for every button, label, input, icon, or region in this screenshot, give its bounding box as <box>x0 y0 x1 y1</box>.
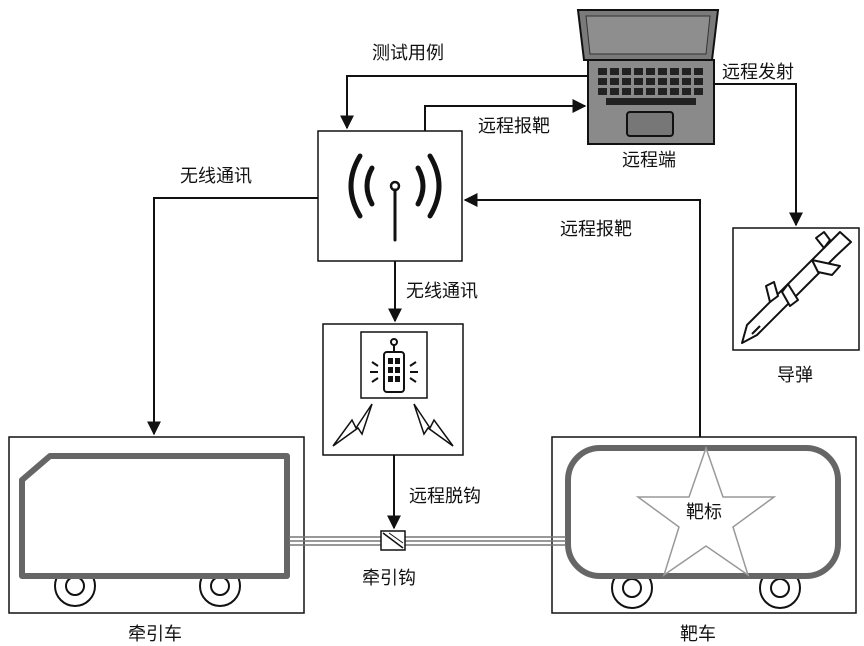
label-wireless-left: 无线通讯 <box>180 166 252 187</box>
label-target-mark: 靶标 <box>686 502 722 523</box>
laptop-icon <box>578 10 718 144</box>
label-missile: 导弹 <box>777 365 813 386</box>
label-remote-report-top: 远程报靶 <box>478 116 550 137</box>
label-test-case: 测试用例 <box>372 43 444 64</box>
label-remote-launch: 远程发射 <box>722 62 794 83</box>
label-target-car: 靶车 <box>680 624 716 645</box>
coupling-bar <box>289 537 566 545</box>
label-remote-report-right: 远程报靶 <box>560 219 632 240</box>
label-remote-end: 远程端 <box>622 150 676 171</box>
arrow-remote-launch <box>714 84 796 225</box>
label-hook: 牵引钩 <box>362 568 416 589</box>
label-tractor: 牵引车 <box>128 624 182 645</box>
label-wireless-down: 无线通讯 <box>406 281 478 302</box>
arrow-test-case <box>347 76 588 128</box>
arrow-wireless-tractor <box>154 198 318 434</box>
label-remote-unhook: 远程脱钩 <box>409 486 481 507</box>
hook-icon <box>381 531 405 550</box>
